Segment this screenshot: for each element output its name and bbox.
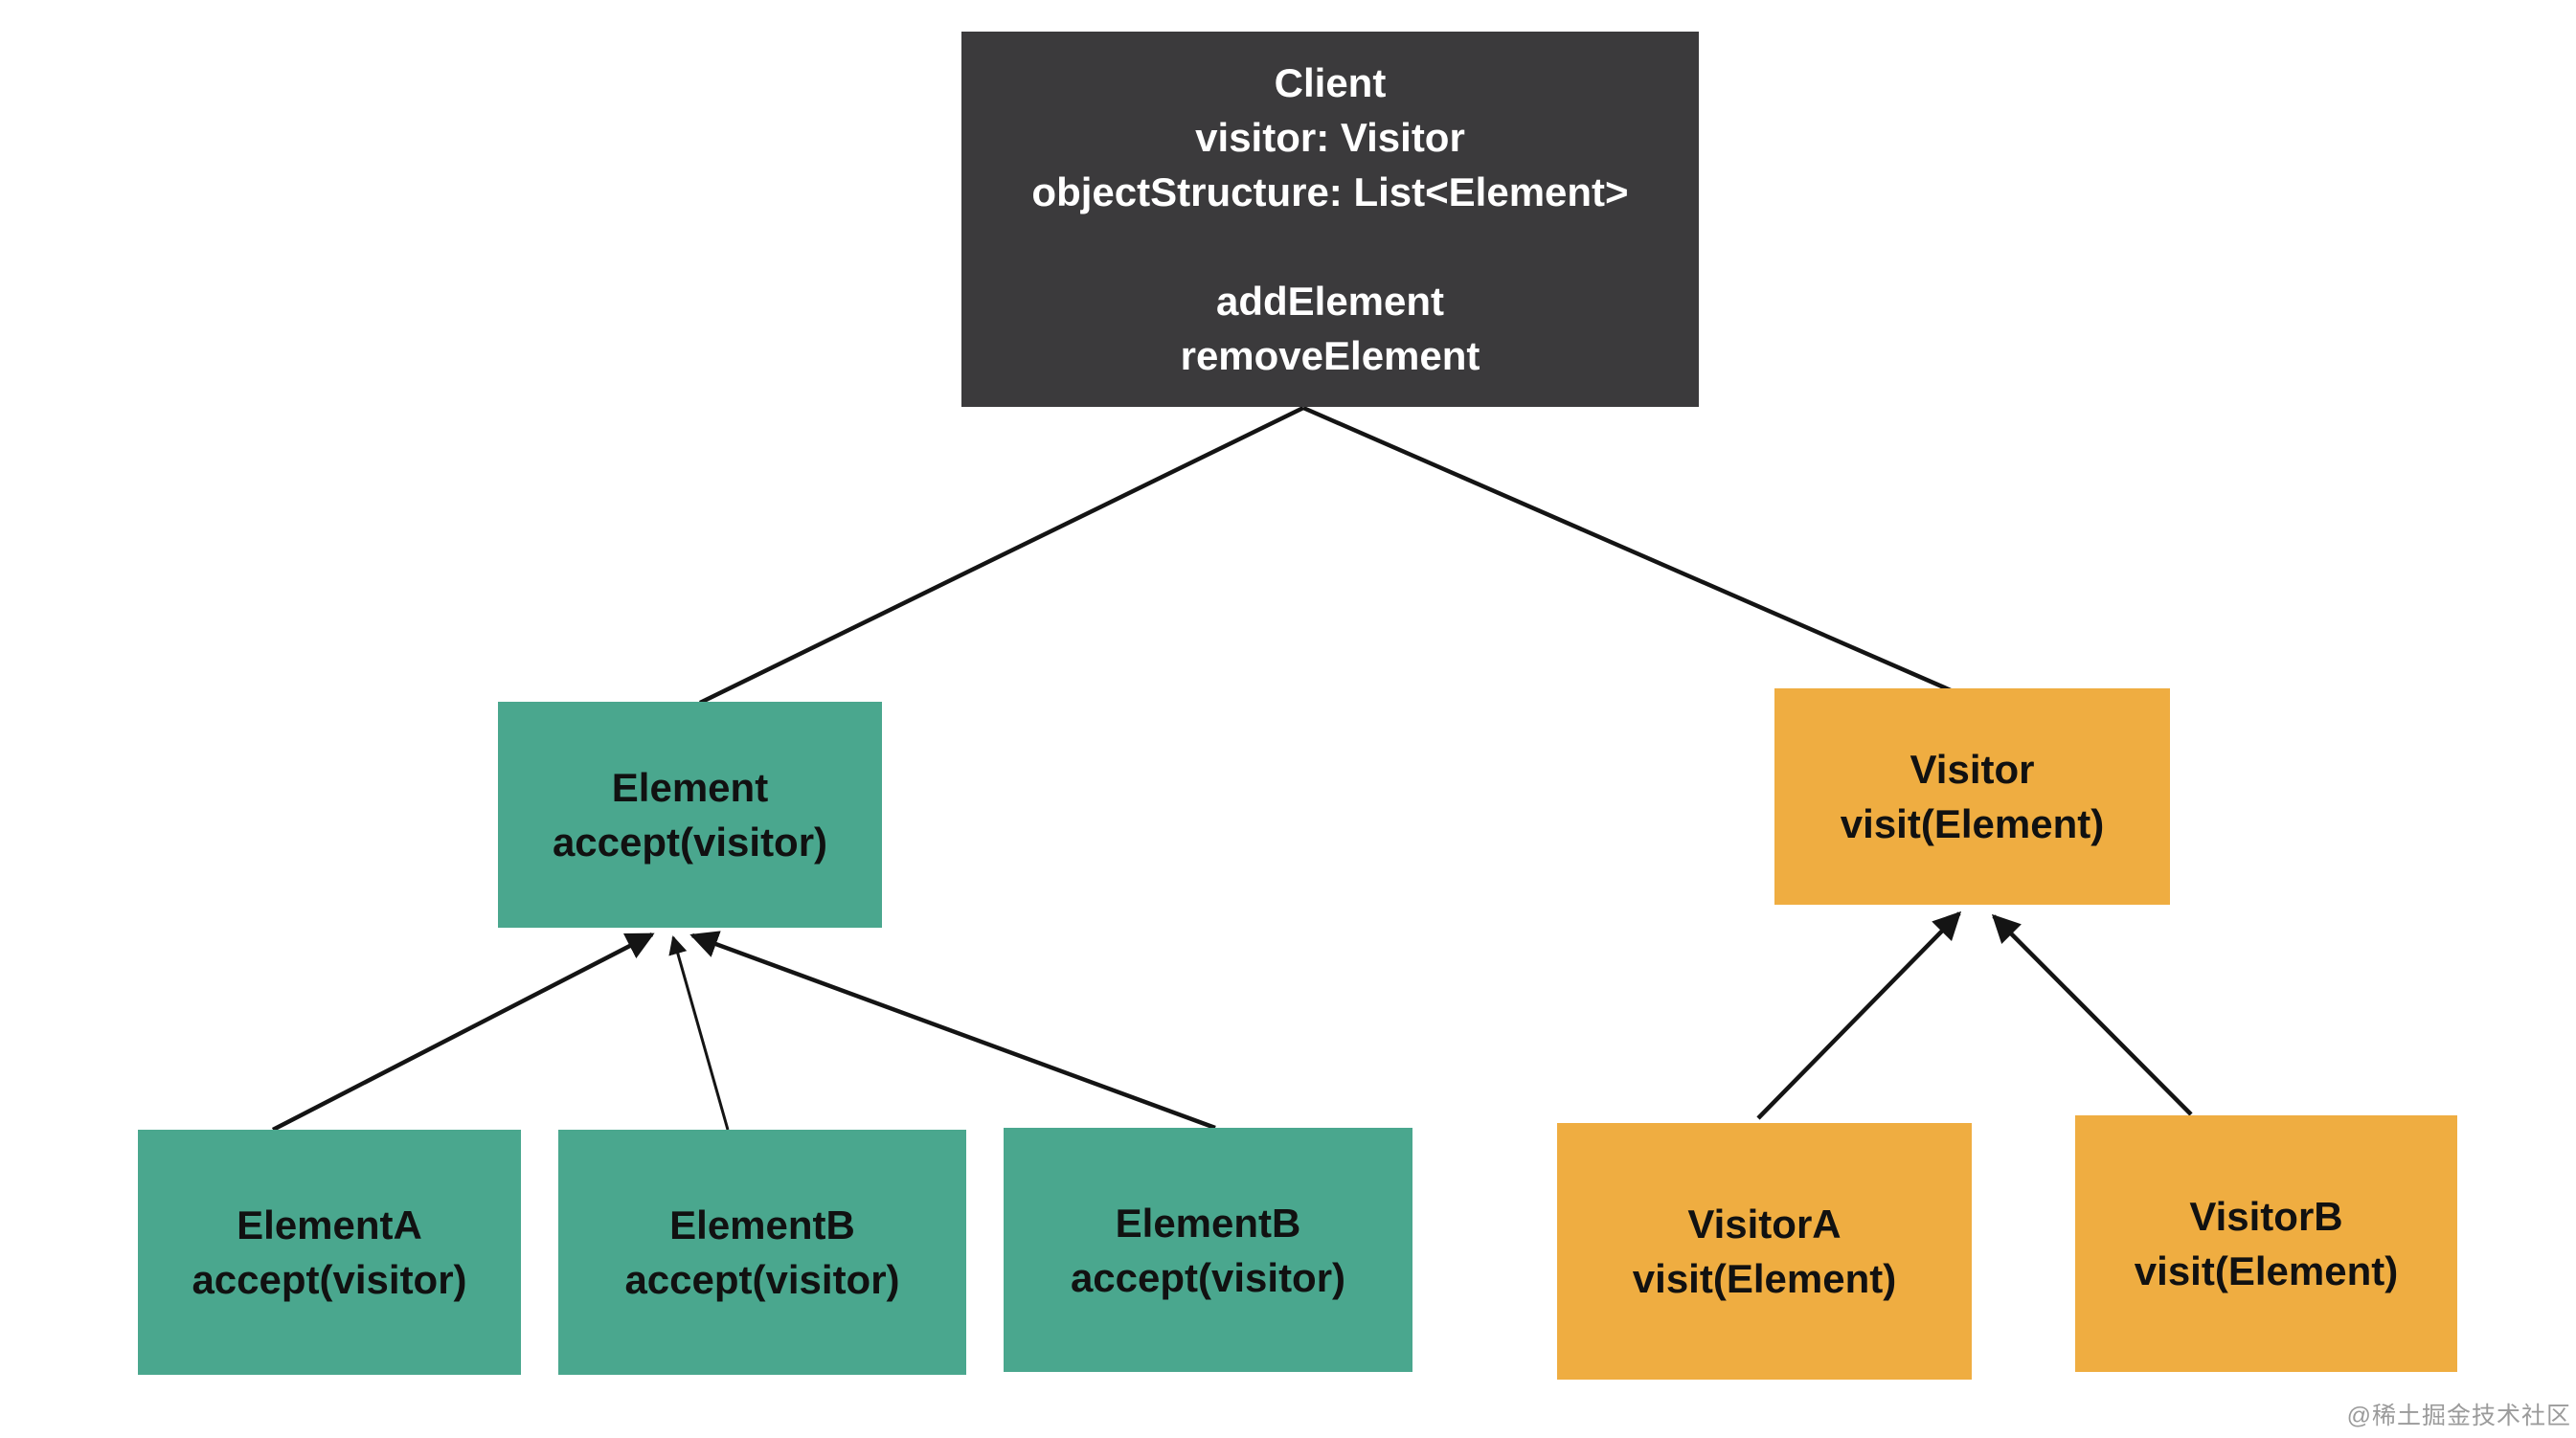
watermark-text: @稀土掘金技术社区 (2346, 1403, 2571, 1429)
class-method: accept(visitor) (1070, 1254, 1346, 1300)
class-attribute: visitor: Visitor (1195, 115, 1465, 160)
class-name: ElementB (1115, 1200, 1301, 1246)
class-method: accept(visitor) (192, 1257, 467, 1302)
class-attribute: objectStructure: List<Element> (1031, 169, 1629, 214)
inheritance-arrow-elementa-to-element (271, 932, 655, 1133)
class-method: removeElement (1180, 333, 1480, 378)
inheritance-arrow-visitorb-to-visitor (1991, 913, 2193, 1116)
class-method: addElement (1215, 279, 1445, 324)
class-name: Visitor (1909, 747, 2035, 792)
inheritance-arrow-elementb2-to-element (689, 931, 1216, 1131)
class-method: visit(Element) (1840, 801, 2105, 846)
line-client-element (699, 405, 1304, 706)
class-name: ElementB (669, 1202, 855, 1247)
class-box-element-b2: ElementB accept(visitor) (1004, 1128, 1412, 1372)
inheritance-arrow-visitora-to-visitor (1756, 910, 1962, 1120)
inheritance-arrow-elementb1-to-element (668, 935, 730, 1131)
class-box-client: Client visitor: Visitor objectStructure:… (961, 32, 1699, 407)
class-method: visit(Element) (1632, 1256, 1897, 1301)
class-name: VisitorB (2189, 1194, 2343, 1239)
class-box-element-a: ElementA accept(visitor) (138, 1130, 521, 1375)
class-box-visitor-a: VisitorA visit(Element) (1557, 1123, 1972, 1380)
class-method: visit(Element) (2134, 1248, 2399, 1293)
class-box-element: Element accept(visitor) (498, 702, 882, 928)
class-method: accept(visitor) (624, 1257, 900, 1302)
line-client-visitor (1302, 405, 1952, 693)
class-box-visitor-b: VisitorB visit(Element) (2075, 1115, 2470, 1386)
class-box-element-b1: ElementB accept(visitor) (558, 1130, 966, 1375)
class-name: VisitorA (1687, 1202, 1842, 1247)
class-name: Element (611, 765, 769, 810)
class-name: Client (1274, 60, 1387, 105)
class-box-visitor: Visitor visit(Element) (1774, 688, 2170, 905)
class-method: accept(visitor) (552, 820, 828, 865)
class-name: ElementA (237, 1202, 422, 1247)
blank-line (961, 219, 1699, 274)
